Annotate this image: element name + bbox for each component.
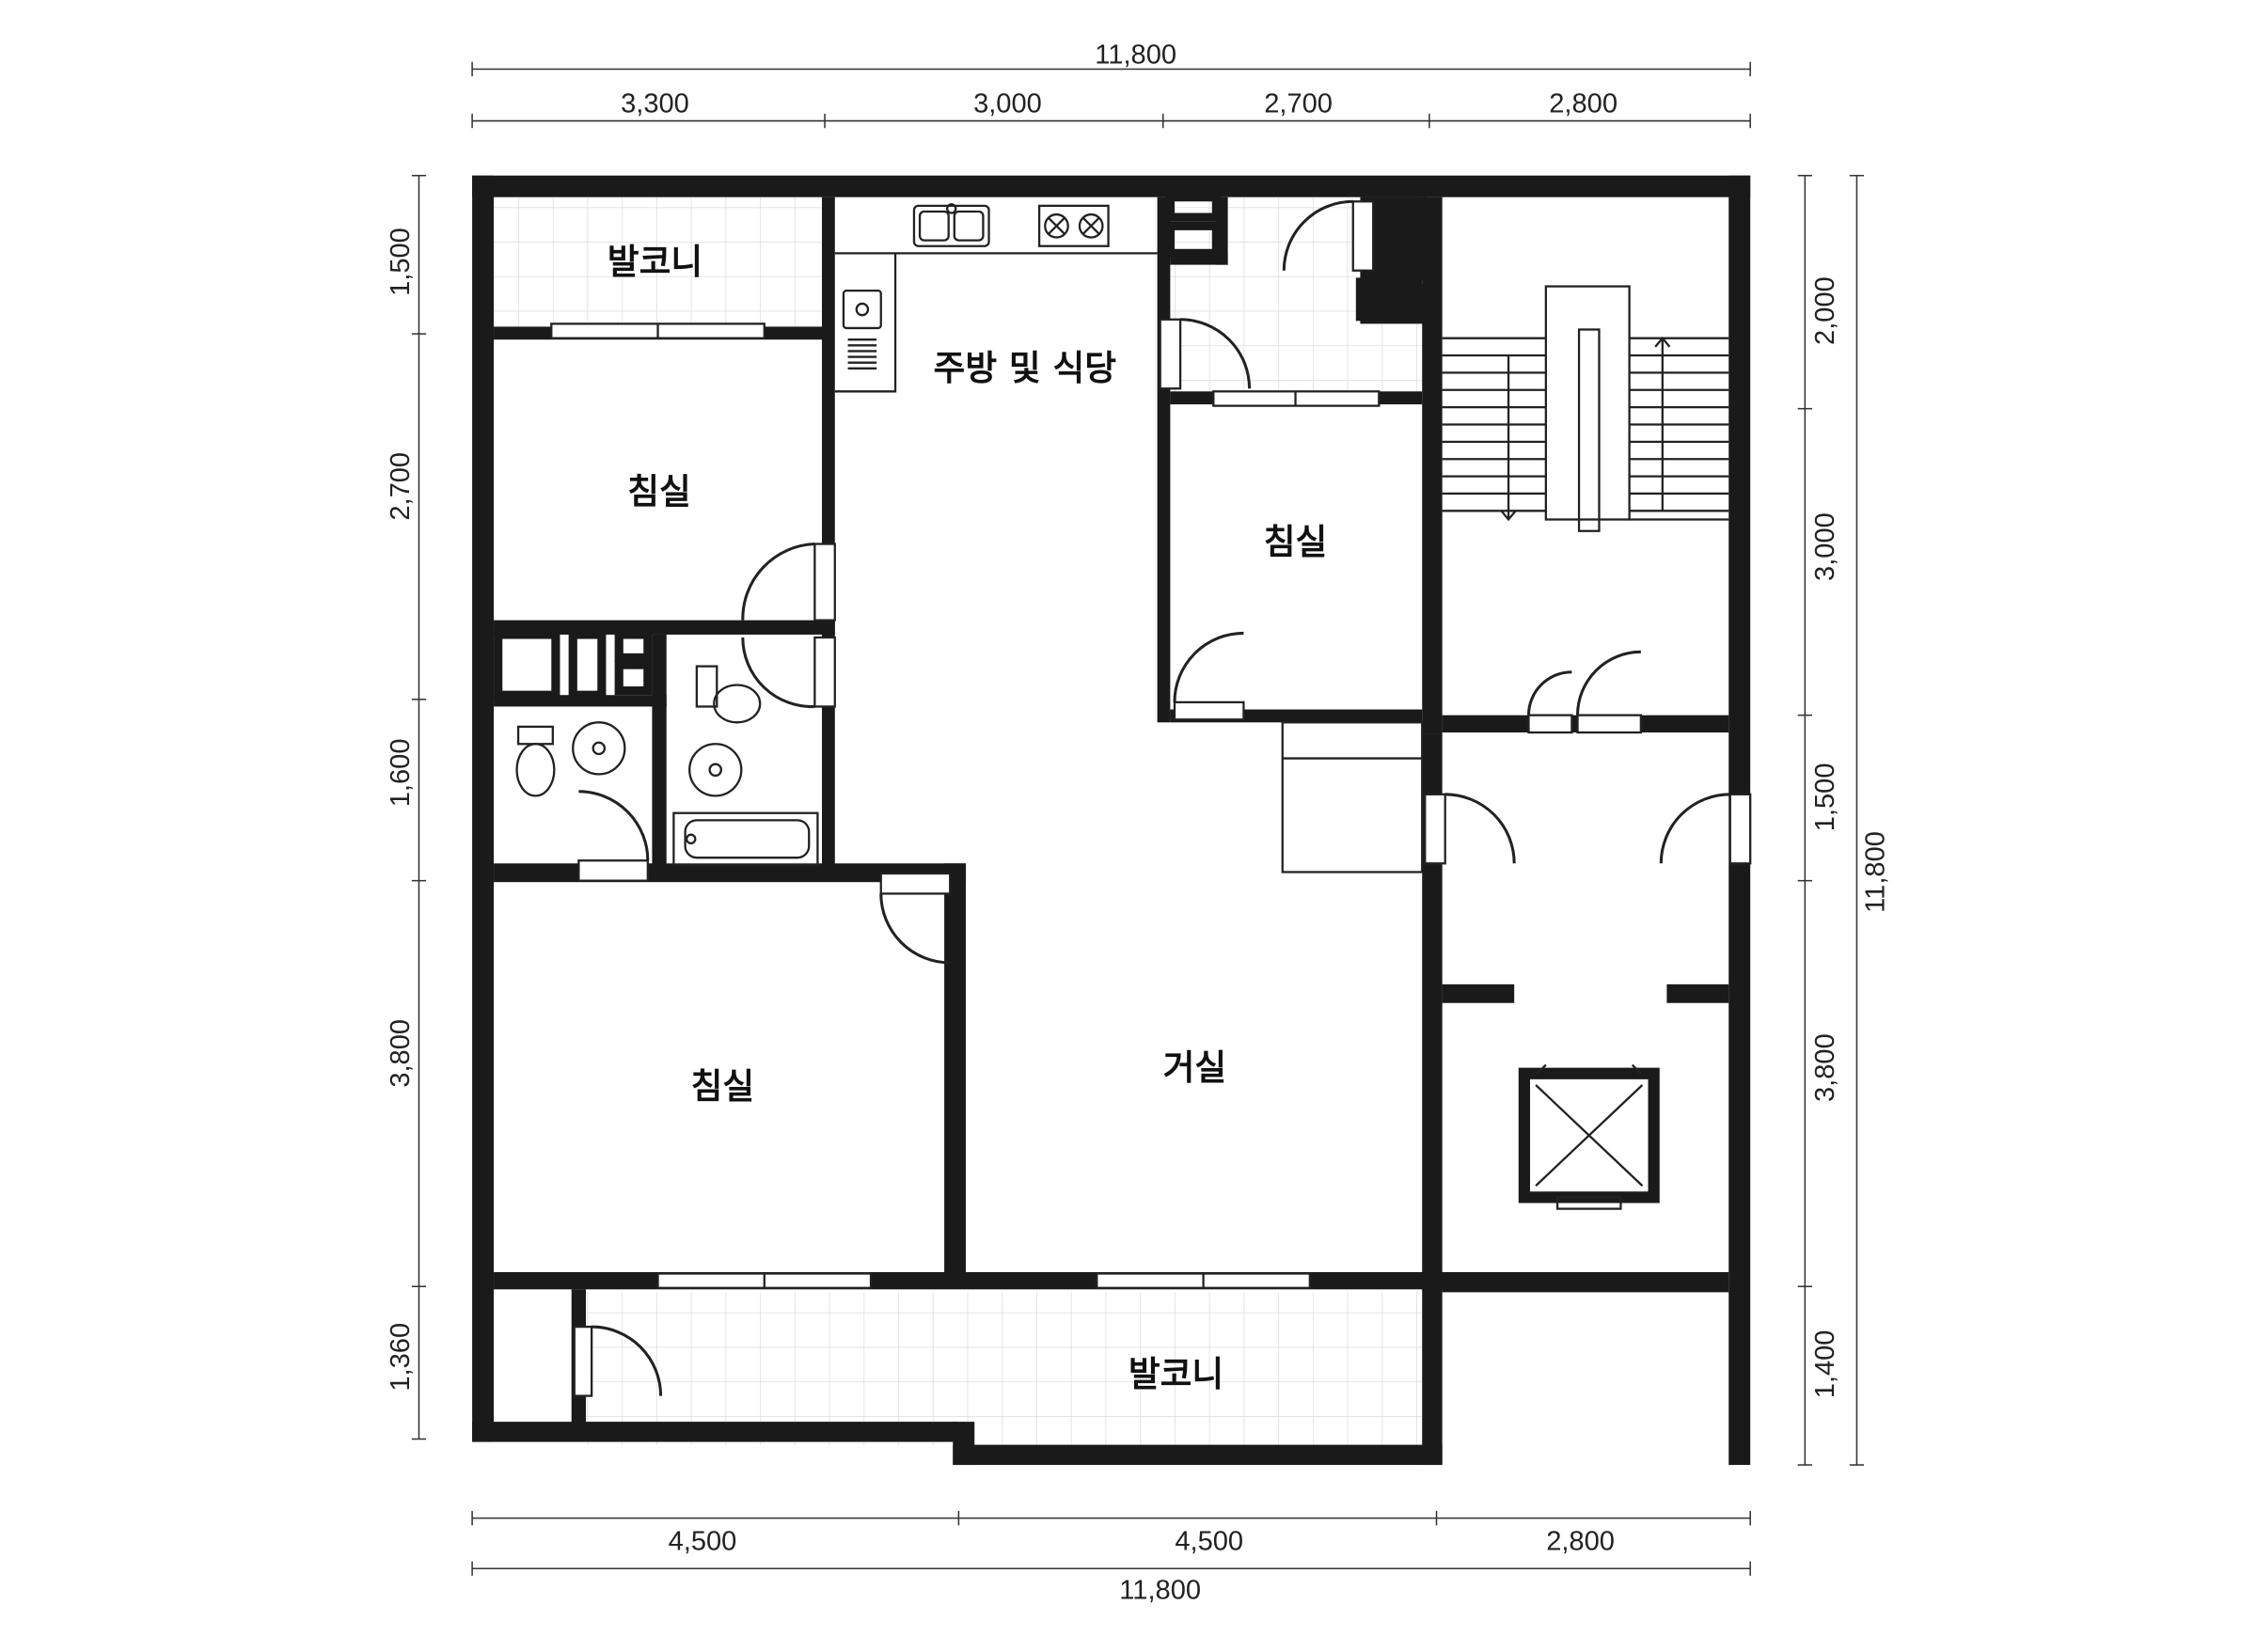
staircase: [1442, 285, 1729, 532]
dim-right-seg: 2,000: [1810, 276, 1840, 345]
kitchen-fixtures: [834, 203, 1158, 393]
dim-bottom-seg: 4,500: [1175, 1526, 1243, 1556]
dimension-right: 2,000 3,000 1,500 3,800 1,400 11,800: [1797, 174, 1891, 1466]
dim-bottom-seg: 4,500: [669, 1526, 737, 1556]
dim-top-seg: 3,000: [973, 88, 1042, 118]
bathroom-fixtures: [515, 665, 819, 866]
dimension-top: 11,800 3,300 3,000 2,700 2,800: [471, 39, 1751, 129]
room-label-kitchen: 주방 및 식당: [934, 348, 1117, 388]
dim-left-seg: 2,700: [386, 452, 416, 521]
room-labels: 발코니 주방 및 식당 침실 침실 침실 거실 발코니: [608, 242, 1328, 1394]
dim-right-seg: 3,800: [1810, 1033, 1840, 1102]
dim-top-seg: 2,800: [1549, 88, 1618, 118]
balcony-top-floor: [494, 197, 823, 327]
dim-right-seg: 1,500: [1810, 763, 1840, 832]
room-label-bedroom-nw: 침실: [627, 472, 691, 512]
dim-left-seg: 1,500: [386, 228, 416, 296]
room-label-living: 거실: [1163, 1047, 1227, 1088]
dim-left-seg: 1,360: [386, 1323, 416, 1392]
dim-top-seg: 3,300: [621, 88, 689, 118]
elevator: [1518, 1063, 1660, 1210]
doors: [573, 199, 1752, 1397]
room-label-bedroom-sw: 침실: [691, 1066, 755, 1107]
living-built-in: [1281, 721, 1424, 873]
dimension-left: 1,500 2,700 1,600 3,800 1,360: [386, 174, 427, 1440]
dim-top-seg: 2,700: [1264, 88, 1333, 118]
dim-left-seg: 3,800: [386, 1019, 416, 1088]
dim-bottom-total: 11,800: [1119, 1575, 1201, 1605]
dim-right-seg: 3,000: [1810, 512, 1840, 581]
dim-top-total: 11,800: [1095, 39, 1176, 70]
dim-right-total: 11,800: [1861, 831, 1891, 913]
room-label-balcony-top: 발코니: [608, 242, 702, 282]
service-shafts: [494, 193, 1427, 700]
dim-right-seg: 1,400: [1810, 1330, 1840, 1399]
dim-left-seg: 1,600: [386, 739, 416, 808]
windows: [550, 323, 1381, 1289]
dimension-bottom: 4,500 4,500 2,800 11,800: [471, 1511, 1751, 1605]
balcony-bottom-floor: [586, 1292, 1424, 1445]
room-label-bedroom-ne: 침실: [1264, 522, 1328, 562]
room-label-balcony-bottom: 발코니: [1128, 1354, 1223, 1394]
dim-bottom-seg: 2,800: [1546, 1526, 1615, 1556]
stair-treads: [1442, 337, 1729, 521]
